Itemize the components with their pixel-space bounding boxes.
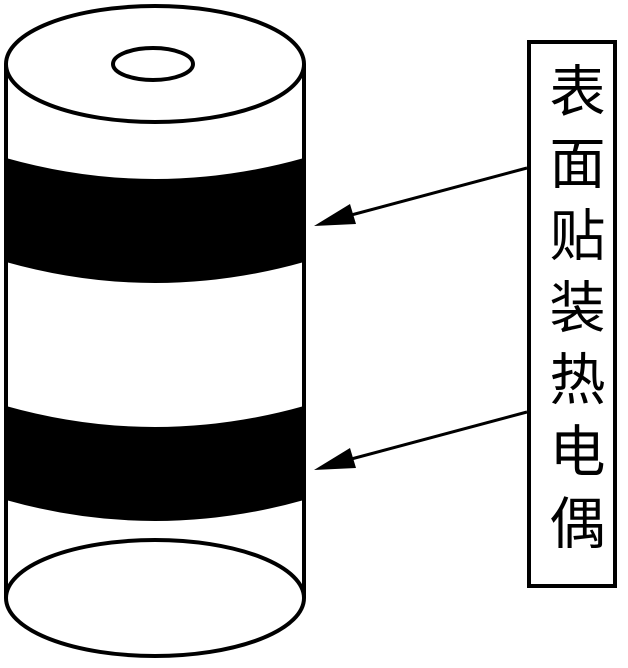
- upper-thermocouple-band: [6, 158, 304, 283]
- lower-thermocouple-band: [6, 406, 304, 521]
- upper-arrow-head: [314, 204, 356, 226]
- surface-mount-thermocouple-label: 表面贴装热电偶: [540, 62, 605, 566]
- lower-arrow-head: [314, 448, 356, 470]
- cylinder-center-hole: [111, 46, 195, 82]
- label-box: 表面贴装热电偶: [527, 40, 617, 588]
- cylinder-bottom-ellipse: [4, 538, 306, 658]
- upper-arrow-line: [339, 166, 528, 220]
- lower-arrow-line: [339, 410, 528, 464]
